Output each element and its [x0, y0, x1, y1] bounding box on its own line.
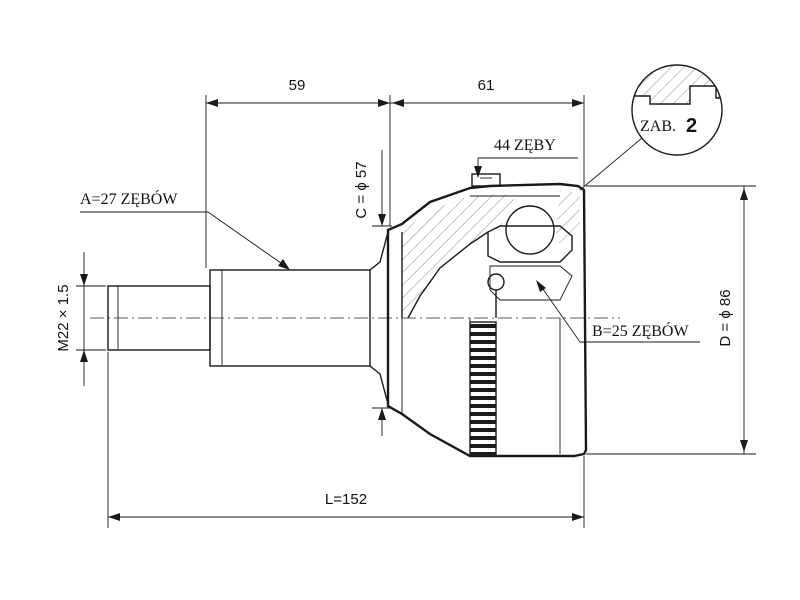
dimension-59-label: 59: [289, 77, 306, 94]
bell-housing: [386, 173, 588, 458]
thread-dimension: M22 × 1.5: [55, 252, 106, 386]
abs-tooth: [470, 444, 496, 448]
abs-tooth: [470, 428, 496, 432]
thread-label: M22 × 1.5: [55, 284, 72, 351]
total-length-label: L=152: [325, 491, 367, 508]
abs-tooth: [470, 436, 496, 440]
abs-tooth: [470, 412, 496, 416]
abs-tooth: [470, 388, 496, 392]
detail-callout: ZAB. 2: [579, 64, 723, 191]
abs-tooth: [470, 324, 496, 328]
total-length-dimension: L=152: [107, 352, 585, 528]
outer-diameter-label: D = ϕ 86: [717, 289, 734, 346]
outer-teeth-callout: 44 ZĘBY: [474, 137, 578, 178]
abs-tooth: [470, 348, 496, 352]
inner-teeth-callout: B=25 ZĘBÓW: [536, 280, 700, 343]
abs-tooth: [470, 356, 496, 360]
abs-tooth: [470, 364, 496, 368]
seal-diameter-dimension: C = ϕ 57: [353, 150, 392, 436]
inner-spline-callout: A=27 ZĘBÓW: [80, 189, 290, 270]
abs-tooth: [470, 332, 496, 336]
outer-teeth-label: 44 ZĘBY: [494, 137, 556, 154]
abs-ring: [469, 321, 497, 457]
dimension-61-label: 61: [478, 77, 495, 94]
inner-teeth-label: B=25 ZĘBÓW: [592, 321, 689, 340]
abs-tooth: [470, 372, 496, 376]
inner-spline-label: A=27 ZĘBÓW: [80, 189, 178, 208]
abs-tooth: [470, 396, 496, 400]
abs-tooth: [470, 420, 496, 424]
abs-tooth: [470, 340, 496, 344]
outer-diameter-dimension: D = ϕ 86: [586, 185, 756, 455]
detail-number: 2: [686, 115, 697, 137]
detail-label: ZAB.: [640, 118, 676, 135]
abs-tooth: [470, 404, 496, 408]
abs-tooth: [470, 380, 496, 384]
seal-diameter-label: C = ϕ 57: [353, 161, 370, 218]
abs-tooth: [470, 452, 496, 456]
dimension-61: 61: [390, 77, 585, 186]
dimension-59: 59: [205, 77, 391, 268]
